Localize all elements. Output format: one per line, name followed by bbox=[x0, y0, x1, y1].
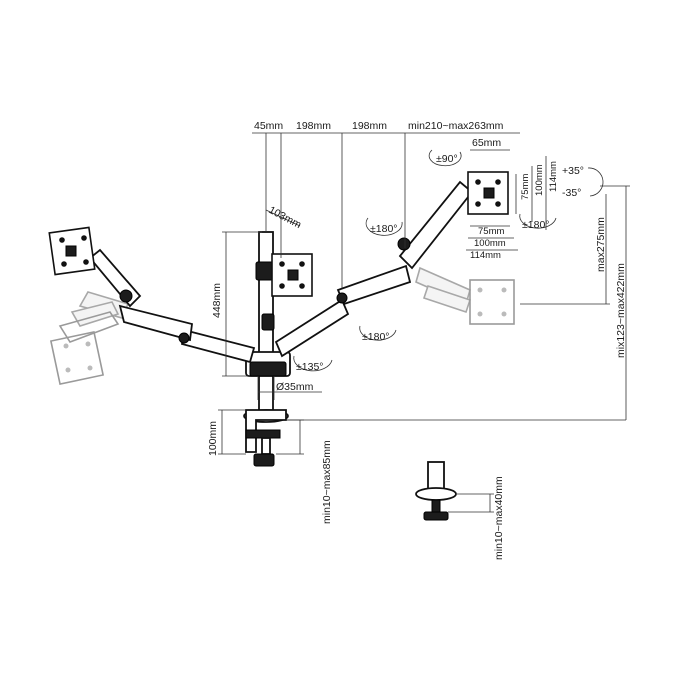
dim-vesa-114-horizontal: 114mm bbox=[470, 250, 501, 261]
dim-grommet-range: min10~max40mm bbox=[493, 476, 505, 560]
center-pole bbox=[245, 231, 291, 417]
left-arm bbox=[48, 226, 256, 364]
dim-45mm: 45mm bbox=[254, 120, 283, 132]
dim-vesa-114-vertical: 114mm bbox=[548, 161, 559, 192]
dim-100mm-clamp: 100mm bbox=[207, 421, 219, 456]
grommet-mount bbox=[415, 461, 457, 521]
rotation-180-mid: ±180° bbox=[362, 331, 389, 343]
dim-height-range: mix123~max422mm bbox=[615, 263, 627, 358]
right-arm bbox=[274, 171, 509, 358]
dim-vesa-75-horizontal: 75mm bbox=[478, 226, 504, 237]
rotation-180-left-arm: ±180° bbox=[370, 223, 397, 235]
ghost-right-arm bbox=[415, 266, 515, 325]
dim-range-top: min210~max263mm bbox=[408, 120, 504, 132]
dim-vesa-100-horizontal: 100mm bbox=[474, 238, 506, 249]
rotation-135: ±135° bbox=[296, 361, 323, 373]
tilt-down: -35° bbox=[562, 187, 581, 199]
dim-diameter-35mm: Ø35mm bbox=[276, 381, 314, 393]
rotation-180-right-plate: ±180° bbox=[522, 219, 549, 231]
ghost-left-arm bbox=[49, 291, 130, 386]
dim-103mm: 103mm bbox=[267, 204, 304, 231]
tilt-up: +35° bbox=[562, 165, 584, 177]
dimension-lines bbox=[218, 132, 630, 513]
desk-clamp bbox=[243, 409, 289, 467]
dim-198mm-right: 198mm bbox=[352, 120, 387, 132]
center-vesa-plate bbox=[271, 253, 313, 297]
dim-448mm: 448mm bbox=[211, 283, 223, 318]
dim-vesa-100-vertical: 100mm bbox=[534, 164, 545, 196]
dim-clamp-range: min10~max85mm bbox=[321, 440, 333, 524]
rotation-arrows bbox=[293, 149, 604, 372]
rotation-90: ±90° bbox=[436, 153, 458, 165]
dim-vesa-75-vertical: 75mm bbox=[520, 174, 531, 200]
dim-65mm: 65mm bbox=[472, 137, 501, 149]
dim-max275mm: max275mm bbox=[595, 217, 607, 272]
dim-198mm-left: 198mm bbox=[296, 120, 331, 132]
